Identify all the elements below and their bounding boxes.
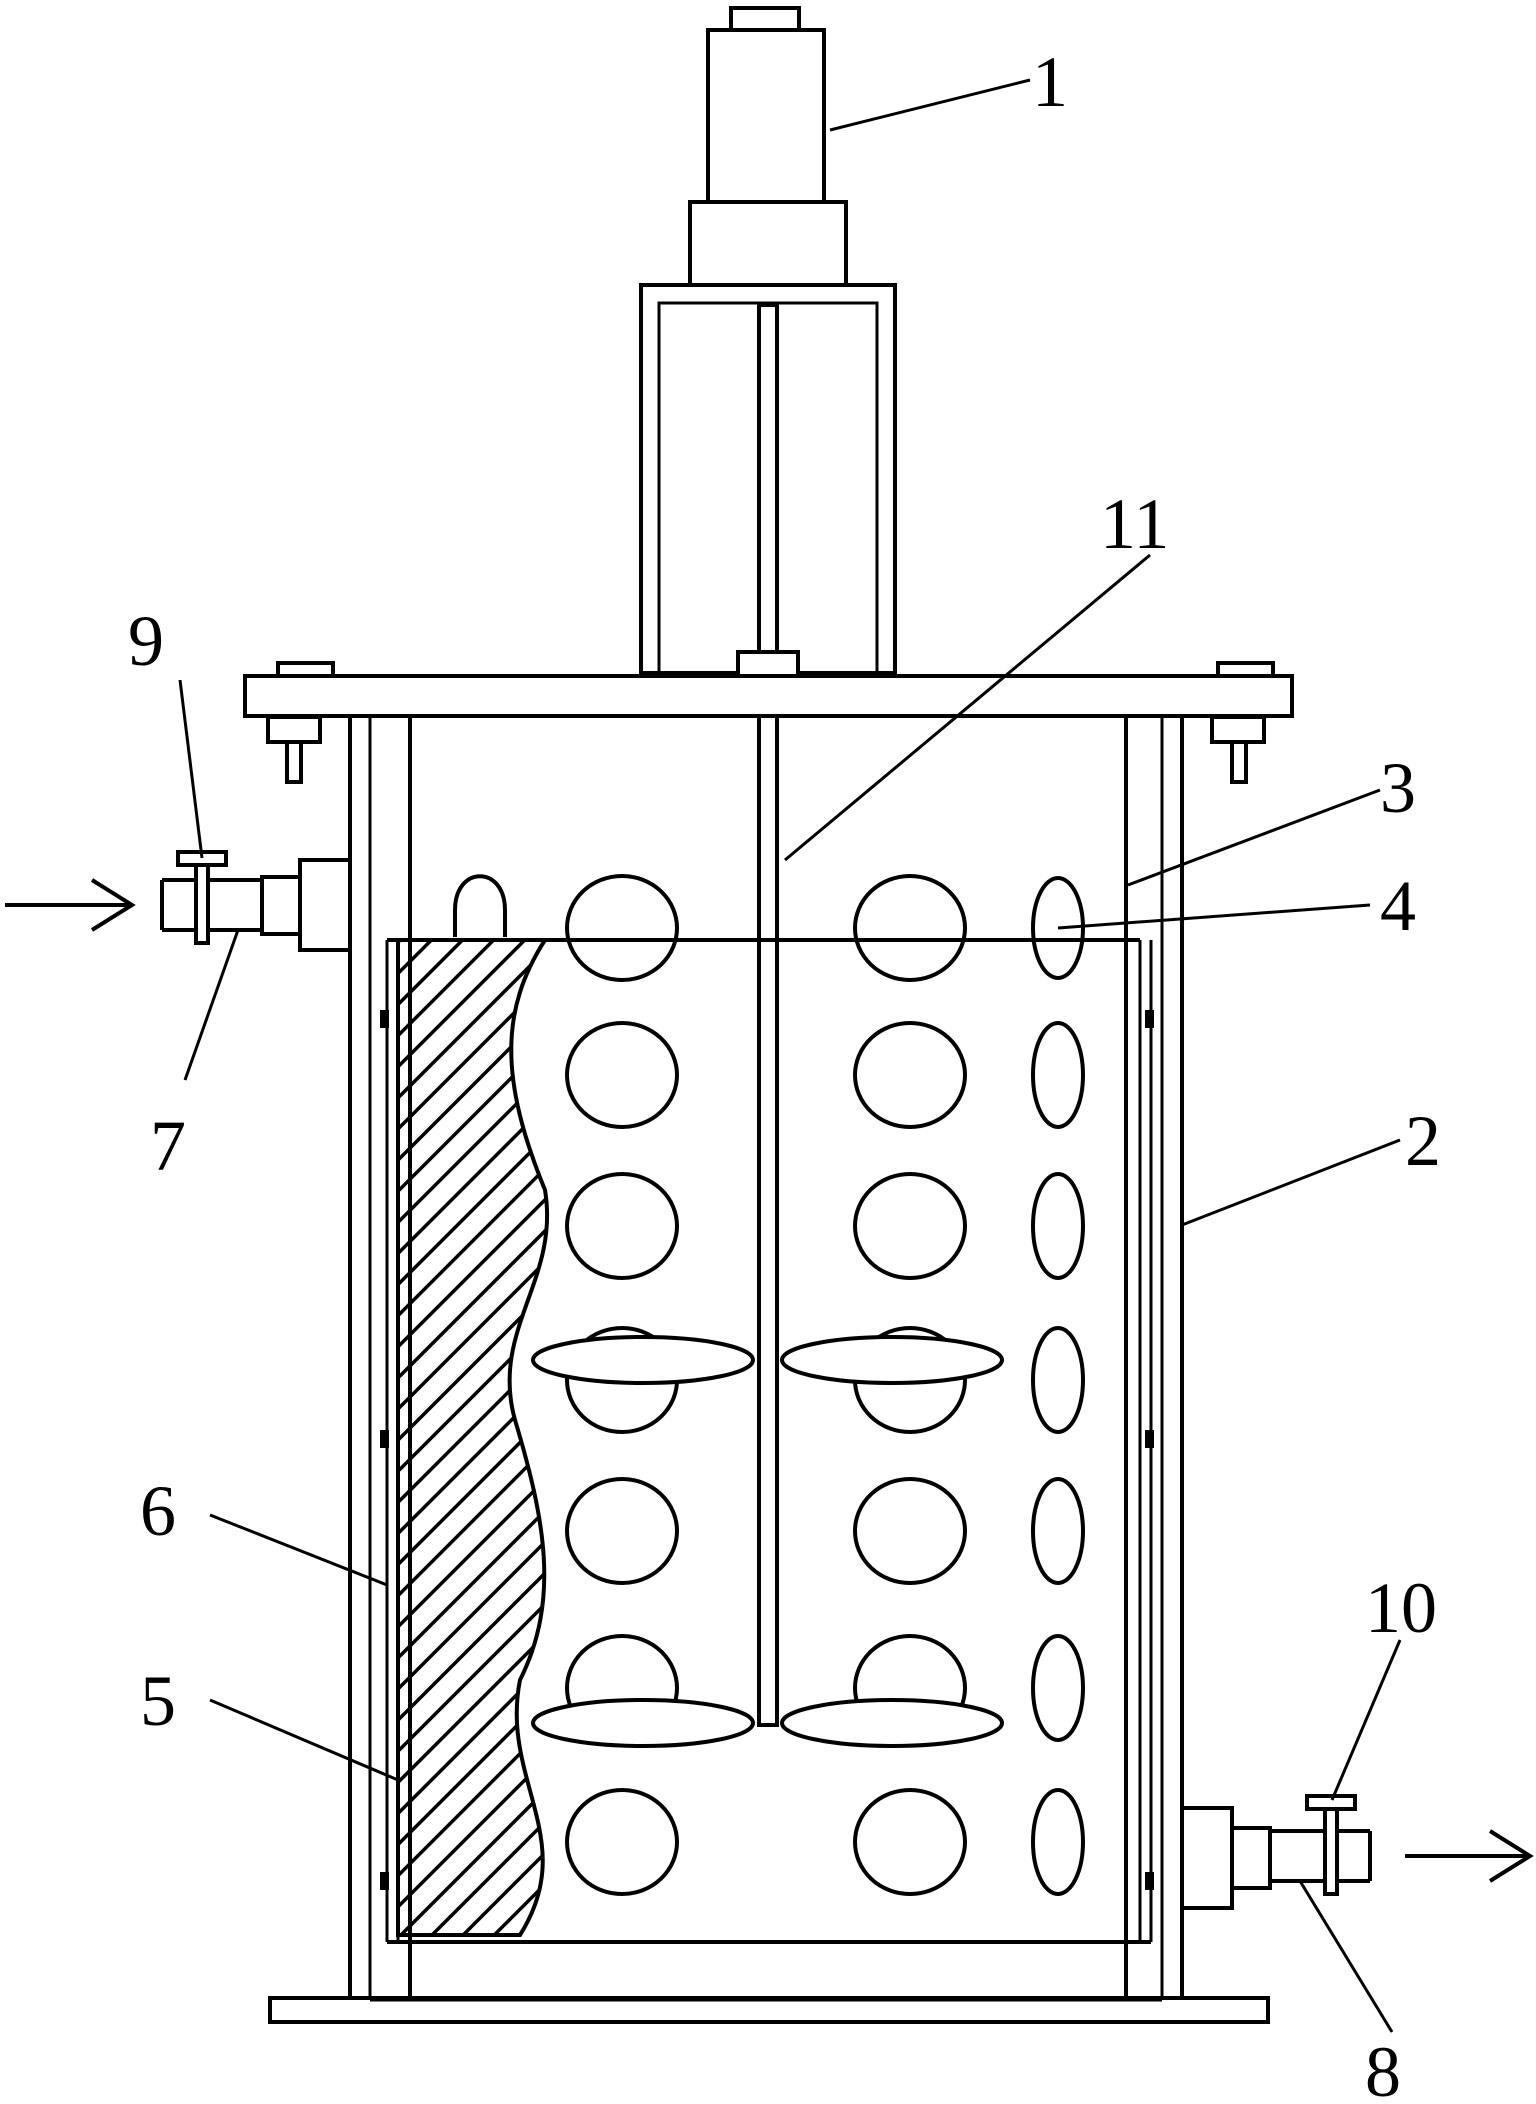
sleeve-clip (380, 1010, 389, 1028)
sleeve-clip (1145, 1872, 1154, 1890)
through-hole (853, 1788, 967, 1896)
labels: 1 11 9 3 4 7 2 6 5 10 8 (128, 42, 1441, 2104)
sleeve-clip (380, 1430, 389, 1448)
leader-5 (209, 1698, 399, 1782)
through-hole (565, 1788, 679, 1896)
inlet-pipe (160, 858, 352, 952)
leader-lines (178, 78, 1402, 2033)
label-stirring-shaft: 11 (1100, 484, 1169, 564)
through-hole (565, 874, 679, 982)
through-hole (1031, 1021, 1085, 1129)
leader-3 (1127, 788, 1381, 887)
label-outlet-pipe: 8 (1365, 2032, 1401, 2104)
through-hole (565, 1477, 679, 1585)
label-inlet-pipe: 7 (150, 1106, 186, 1186)
through-hole (1031, 1634, 1085, 1742)
label-outer-cylinder: 2 (1405, 1101, 1441, 1181)
leader-2 (1181, 1138, 1401, 1227)
stirring-blade (531, 1698, 755, 1748)
bolt-right (1210, 715, 1266, 784)
through-hole (565, 1021, 679, 1129)
label-filter-layer: 5 (140, 1661, 176, 1741)
through-hole (1031, 876, 1085, 980)
stirring-blade (780, 1335, 1004, 1385)
leader-8 (1298, 1880, 1394, 2033)
through-hole (853, 1477, 967, 1585)
through-hole (853, 1172, 967, 1280)
through-hole (1031, 1326, 1085, 1434)
label-outlet-valve: 10 (1365, 1568, 1437, 1648)
through-hole (565, 1172, 679, 1280)
motor (688, 6, 848, 287)
through-hole (1031, 1477, 1085, 1585)
through-hole (1031, 1172, 1085, 1280)
sleeve-clip (380, 1872, 389, 1890)
leader-7 (183, 929, 240, 1081)
label-sleeve: 6 (140, 1471, 176, 1551)
sleeve-clip (1145, 1430, 1154, 1448)
label-through-hole: 4 (1380, 866, 1416, 946)
sleeve (380, 938, 1154, 1944)
through-hole (853, 1021, 967, 1129)
leader-10 (1330, 1639, 1402, 1801)
leader-6 (209, 1513, 388, 1587)
leader-4 (1057, 903, 1371, 930)
stirring-blade (531, 1335, 755, 1385)
base-plate (268, 1996, 1270, 2024)
outlet-arrow (1405, 1829, 1534, 1883)
stirring-blade (780, 1698, 1004, 1748)
filter-layer (396, 938, 550, 1937)
sleeve-clip (1145, 1010, 1154, 1028)
inlet-arrow (5, 878, 136, 932)
leader-9 (178, 679, 204, 859)
leader-11 (784, 553, 1151, 862)
stirring-shaft (736, 303, 800, 1727)
label-motor: 1 (1032, 42, 1068, 122)
through-hole (1031, 1788, 1085, 1896)
through-hole (853, 874, 967, 982)
through-hole (453, 874, 507, 937)
outlet-pipe (1180, 1806, 1372, 1910)
outlet-valve (1305, 1794, 1357, 1896)
top-flange (243, 661, 1294, 718)
leader-1 (829, 78, 1031, 132)
label-inner-cylinder: 3 (1380, 748, 1416, 828)
stirring-blades (531, 1335, 1004, 1748)
label-inlet-valve: 9 (128, 601, 164, 681)
bolt-left (266, 715, 322, 784)
